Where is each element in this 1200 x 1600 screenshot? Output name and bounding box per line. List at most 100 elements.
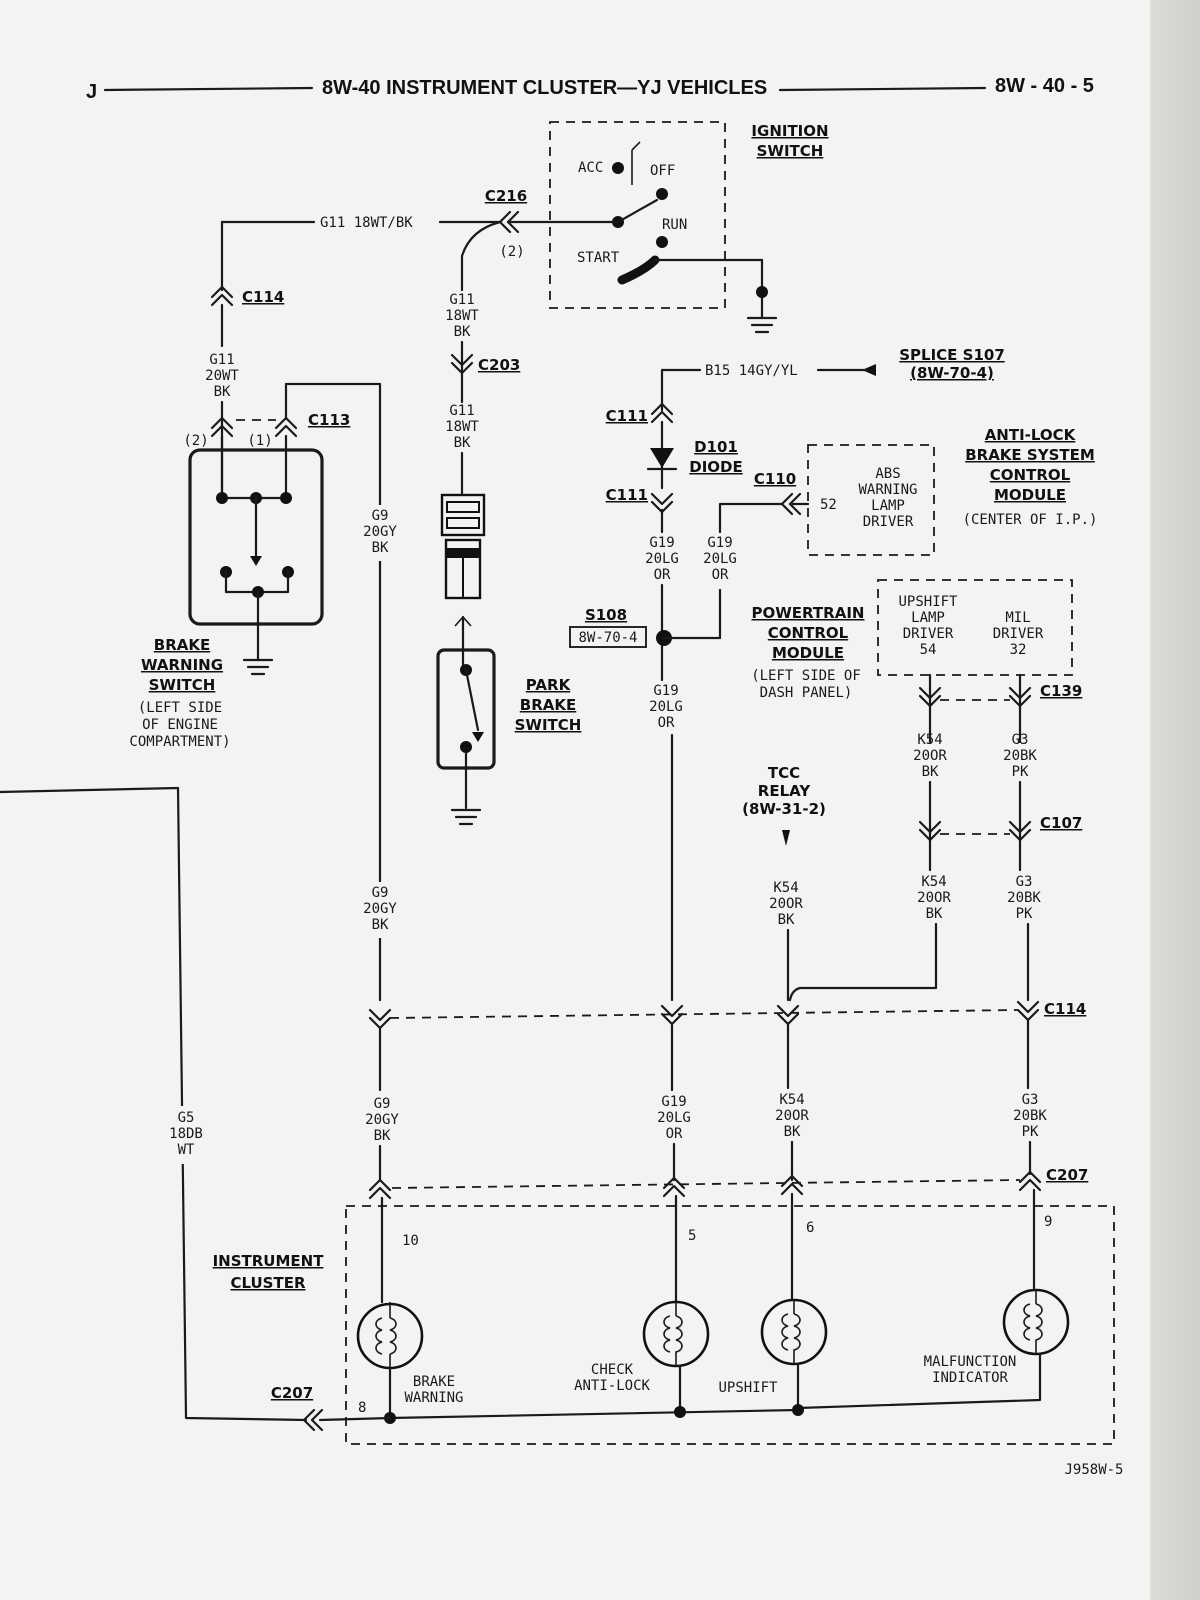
abs-driver-l1: ABS [875, 466, 900, 482]
lamp-upshift-icon [760, 1298, 828, 1366]
wire-g11-c-l3: BK [214, 384, 231, 400]
ignition-acc-contact [612, 162, 624, 174]
lamp-mil-pin: 9 [1044, 1214, 1052, 1230]
wire-g3-a-l3: PK [1012, 764, 1029, 780]
lamp-antilock-pin: 5 [688, 1228, 696, 1244]
wire-g5-l2: 18DB [169, 1126, 203, 1142]
abs-title-3: CONTROL [990, 466, 1071, 484]
park-brake-title-3: SWITCH [515, 716, 582, 734]
connector-c216-pin: (2) [499, 244, 524, 260]
g5-circuit: G5 18DB WT C207 [0, 786, 392, 1432]
pcm-upshift-l3: DRIVER [903, 626, 954, 642]
header-rule-left [103, 86, 314, 92]
park-brake-title-2: BRAKE [520, 696, 576, 714]
header-title: 8W-40 INSTRUMENT CLUSTER—YJ VEHICLES [322, 77, 767, 99]
pcm-title-3: MODULE [772, 644, 844, 662]
brake-warning-switch: C113 (2) (1) BRAKE WARNING SWITCH (LEFT … [129, 382, 382, 1002]
abs-driver-l4: DRIVER [863, 514, 914, 530]
instrument-cluster-title-2: CLUSTER [230, 1274, 305, 1292]
ignition-off-contact [656, 188, 668, 200]
wire-g19-d-l2: 20LG [657, 1110, 691, 1126]
pcm-location-1: (LEFT SIDE OF [751, 668, 861, 684]
wire-g9-path [284, 382, 382, 1002]
connector-c139-symbol [1008, 686, 1032, 708]
wire-g9-b-l3: BK [372, 917, 389, 933]
pcm-location-2: DASH PANEL) [760, 685, 853, 701]
diode-id: D101 [694, 438, 738, 456]
connector-c207-symbol [302, 1408, 324, 1432]
wire-g9-a-l3: BK [372, 540, 389, 556]
wire-g3-b-l3: PK [1016, 906, 1033, 922]
wire-g19-b-l2: 20LG [703, 551, 737, 567]
lamp-mil-label-1: MALFUNCTION [924, 1354, 1017, 1370]
connector-c207-row: C207 [368, 1140, 1088, 1200]
brake-warning-title-3: SWITCH [149, 676, 216, 694]
lamp-brake-label-1: BRAKE [413, 1374, 455, 1390]
connector-c110-label: C110 [754, 470, 796, 488]
wire-g9-b-l2: 20GY [363, 901, 397, 917]
wire-g9-a-l1: G9 [372, 508, 389, 524]
wire-k54-b-l2: 20OR [917, 890, 951, 906]
brake-warning-title-1: BRAKE [154, 636, 210, 654]
wire-k54-a-l1: K54 [917, 732, 942, 748]
connector-c111b-label: C111 [606, 486, 648, 504]
wire-g3-c-l3: PK [1022, 1124, 1039, 1140]
brake-switch-pin-1: (1) [247, 433, 272, 449]
wire-g9-a-l2: 20GY [363, 524, 397, 540]
connector-c114b-label: C114 [1044, 1000, 1086, 1018]
wire-g3-b-l2: 20BK [1007, 890, 1041, 906]
wire-g5-l3: WT [178, 1142, 195, 1158]
connector-c203-label: C203 [478, 356, 520, 374]
wire-k54-c-l1: K54 [773, 880, 798, 896]
abs-title-4: MODULE [994, 486, 1066, 504]
ignition-start-label: START [577, 250, 620, 266]
brake-warning-loc-2: OF ENGINE [142, 717, 218, 733]
connector-c114-label: C114 [242, 288, 284, 306]
wire-g3-b-l1: G3 [1016, 874, 1033, 890]
tcc-relay-l2: RELAY [758, 782, 812, 800]
diode-name: DIODE [689, 458, 742, 476]
connector-c207b-label: C207 [1046, 1166, 1088, 1184]
ignition-run-label: RUN [662, 217, 687, 233]
abs-location: (CENTER OF I.P.) [963, 512, 1098, 528]
abs-driver-l2: WARNING [858, 482, 917, 498]
wire-g3-c-l1: G3 [1022, 1092, 1039, 1108]
diode-d101-symbol [650, 448, 674, 468]
lamp-mil-label-2: INDICATOR [932, 1370, 1008, 1386]
tcc-relay: TCC RELAY (8W-31-2) K54 20OR BK [742, 764, 826, 1002]
splice-s107-ref: (8W-70-4) [910, 364, 994, 382]
header-page-number: 8W - 40 - 5 [995, 75, 1094, 97]
wire-k54-b-l3: BK [926, 906, 943, 922]
splice-s108-label: S108 [585, 606, 627, 624]
brake-warning-title-2: WARNING [141, 656, 223, 674]
ignition-switch: IGNITION SWITCH ACC OFF RUN START [549, 121, 829, 334]
header-rule-right [778, 86, 987, 92]
wire-g11-a-l3: BK [454, 324, 471, 340]
pcm-upshift-l1: UPSHIFT [898, 594, 958, 610]
lamp-antilock-label-1: CHECK [591, 1362, 634, 1378]
ignition-switch-outline [549, 121, 726, 309]
cluster-ground-pin: 8 [358, 1400, 366, 1416]
header-left: J [86, 81, 97, 103]
wire-g9-c-l3: BK [374, 1128, 391, 1144]
wire-g5-l1: G5 [178, 1110, 195, 1126]
connector-c107-label: C107 [1040, 814, 1082, 832]
splice-s108-ref: 8W-70-4 [578, 630, 637, 646]
brake-switch-pin-2: (2) [183, 433, 208, 449]
page-header: J 8W-40 INSTRUMENT CLUSTER—YJ VEHICLES 8… [86, 75, 1094, 103]
wire-g19-b-l3: OR [712, 567, 729, 583]
wire-k54-b-l1: K54 [921, 874, 946, 890]
lamp-brake-pin: 10 [402, 1233, 419, 1249]
ignition-switch-title-2: SWITCH [757, 142, 824, 160]
wire-k54-d-l1: K54 [779, 1092, 804, 1108]
wire-g19-d-l1: G19 [661, 1094, 686, 1110]
cluster-ground-bus [388, 1408, 800, 1420]
abs-driver-l3: LAMP [871, 498, 905, 514]
connector-c139-label: C139 [1040, 682, 1082, 700]
ignition-switch-blade [616, 198, 659, 224]
brake-warning-loc-3: COMPARTMENT) [129, 734, 230, 750]
wire-g3-a-l1: G3 [1012, 732, 1029, 748]
lamp-brake-warning-icon [356, 1302, 424, 1370]
